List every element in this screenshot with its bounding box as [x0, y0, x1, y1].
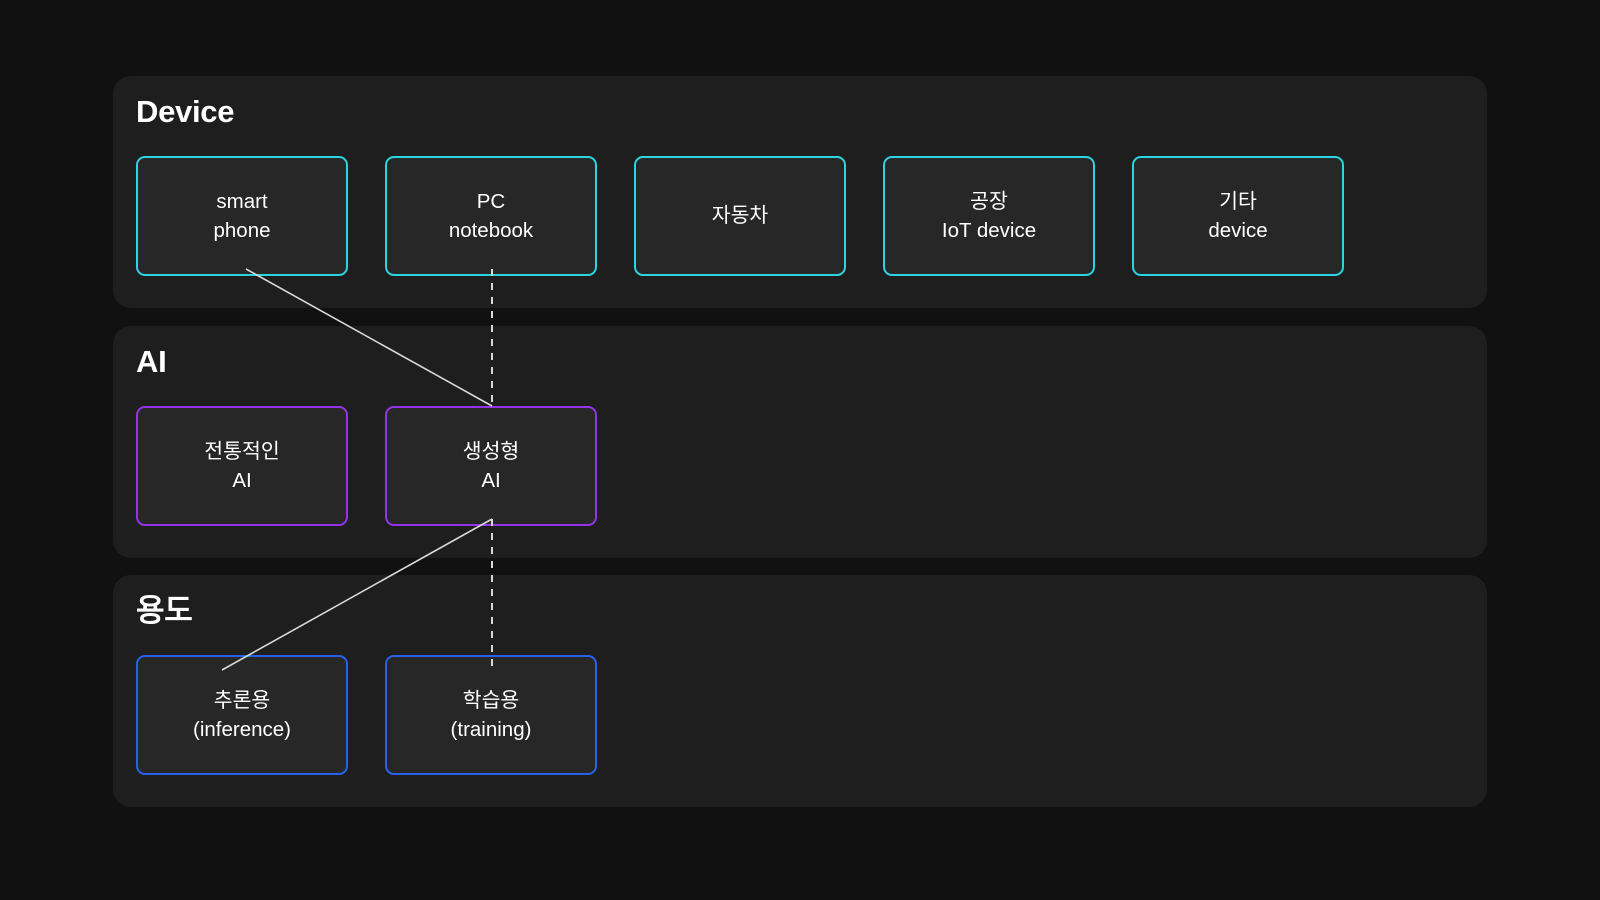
node-inference[interactable]: 추론용 (inference): [136, 655, 348, 775]
node-label-line2: (training): [450, 718, 532, 741]
section-title-ai: AI: [136, 344, 167, 379]
node-traditional-ai[interactable]: 전통적인 AI: [136, 406, 348, 526]
node-automobile[interactable]: 자동차: [634, 156, 846, 276]
node-generative-ai[interactable]: 생성형 AI: [385, 406, 597, 526]
node-label-line2: IoT device: [941, 219, 1037, 242]
node-label-line1: 자동차: [711, 204, 769, 228]
node-label-line2: phone: [213, 219, 271, 242]
section-title-usage: 용도: [136, 593, 193, 628]
node-label-line1: 학습용: [462, 688, 520, 712]
node-row-ai: 전통적인 AI 생성형 AI: [136, 406, 597, 526]
node-label-line1: 기타: [1219, 189, 1257, 213]
node-factory-iot-device[interactable]: 공장 IoT device: [883, 156, 1095, 276]
section-panel-usage: 용도 추론용 (inference) 학습용 (training): [113, 575, 1487, 807]
section-panel-ai: AI 전통적인 AI 생성형 AI: [113, 326, 1487, 558]
node-label-line2: AI: [232, 469, 252, 492]
section-panel-device: Device smart phone PC notebook 자동차 공장 Io…: [113, 76, 1487, 308]
node-label-line1: 생성형: [462, 439, 520, 463]
section-title-device: Device: [136, 94, 235, 129]
node-label-line2: AI: [481, 469, 501, 492]
node-pc-notebook[interactable]: PC notebook: [385, 156, 597, 276]
node-training[interactable]: 학습용 (training): [385, 655, 597, 775]
node-label-line1: smart: [216, 189, 268, 213]
node-label-line1: PC: [476, 189, 506, 213]
node-label-line2: (inference): [193, 718, 291, 741]
node-label-line1: 추론용: [213, 688, 271, 712]
node-label-line1: 전통적인: [204, 439, 280, 463]
node-label-line2: notebook: [448, 219, 534, 242]
node-row-device: smart phone PC notebook 자동차 공장 IoT devic…: [136, 156, 1344, 276]
node-smart-phone[interactable]: smart phone: [136, 156, 348, 276]
node-label-line2: device: [1208, 219, 1268, 242]
node-row-usage: 추론용 (inference) 학습용 (training): [136, 655, 597, 775]
node-label-line1: 공장: [970, 189, 1008, 213]
node-other-device[interactable]: 기타 device: [1132, 156, 1344, 276]
